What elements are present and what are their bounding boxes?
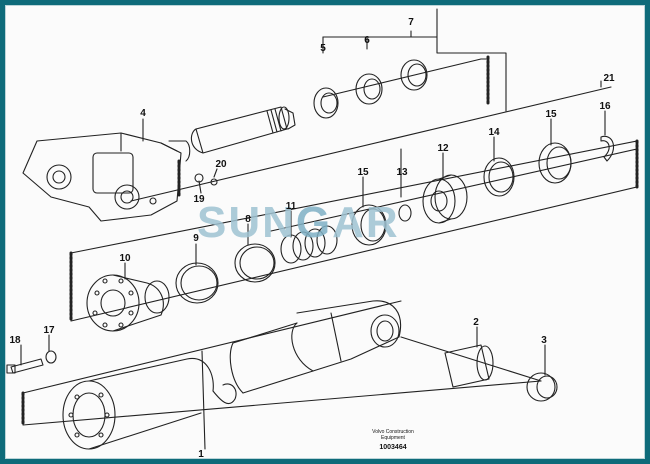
seal-ring-7: [400, 59, 428, 91]
part-label-10: 10: [119, 253, 131, 264]
part-label-12: 12: [437, 143, 449, 154]
seal-ring-9: [175, 262, 219, 304]
screw-18: [6, 358, 44, 374]
part-label-4: 4: [140, 108, 146, 119]
watermark-text-3: AR: [332, 198, 400, 247]
leader-lines: [20, 80, 606, 450]
o-ring-13: [398, 204, 412, 222]
part-label-1: 1: [198, 449, 204, 459]
part-label-2: 2: [473, 317, 479, 328]
part-label-16: 16: [599, 101, 611, 112]
part-label-14: 14: [488, 127, 500, 138]
seal-ring-14: [483, 157, 515, 197]
bracket-lines-middle: [70, 86, 638, 322]
wear-ring-15-left: [351, 204, 387, 246]
seal-ring-6: [355, 73, 383, 105]
caption-line-1: Volvo Construction: [372, 429, 414, 435]
part-label-15-right: 15: [545, 109, 557, 120]
watermark-text-1: SUN: [197, 198, 296, 247]
rod-eye-4: [22, 132, 191, 222]
caption-block: Volvo Construction Equipment 1003464: [372, 429, 414, 451]
part-label-3: 3: [541, 335, 547, 346]
wear-ring-15-right: [538, 142, 572, 184]
seal-3: [526, 372, 558, 402]
bracket-lines-5-6-7: [322, 8, 507, 112]
caption-line-2: Equipment: [381, 435, 406, 441]
watermark-text-2: G: [296, 198, 332, 247]
watermark: SUNGAR: [197, 198, 400, 247]
part-label-19: 19: [193, 194, 205, 205]
drawing-number: 1003464: [379, 444, 406, 451]
part-labels: 1 2 3 4 5 6 7 8 9 10 11 12 13 14 15 15 1…: [9, 17, 615, 459]
part-label-15-left: 15: [357, 167, 369, 178]
part-label-17: 17: [43, 325, 55, 336]
part-label-6: 6: [364, 35, 370, 46]
part-label-21: 21: [603, 73, 615, 84]
part-label-5: 5: [320, 43, 326, 54]
cylinder-head-10: [86, 274, 170, 332]
piston-rod: [190, 106, 296, 154]
svg-text:SUNGAR: SUNGAR: [197, 198, 400, 247]
part-label-13: 13: [396, 167, 408, 178]
seal-ring-5: [313, 87, 339, 119]
piston-12: [422, 174, 468, 224]
part-label-20: 20: [215, 159, 227, 170]
diagram-canvas: SUNGAR 1 2 3 4 5 6 7 8 9 10 11 12 13 14 …: [5, 5, 645, 459]
washer-17: [45, 350, 57, 364]
snap-ring-16: [600, 135, 615, 162]
part-label-18: 18: [9, 335, 21, 346]
part-label-9: 9: [193, 233, 199, 244]
exploded-parts-diagram: SUNGAR 1 2 3 4 5 6 7 8 9 10 11 12 13 14 …: [6, 8, 639, 459]
seal-ring-8: [234, 243, 276, 283]
part-label-8: 8: [245, 214, 251, 225]
bracket-lines-lower: [22, 300, 542, 426]
bushing-2: [444, 344, 494, 388]
part-label-7: 7: [408, 17, 414, 28]
cylinder-tube-1: [62, 300, 401, 450]
part-label-11: 11: [286, 201, 297, 212]
